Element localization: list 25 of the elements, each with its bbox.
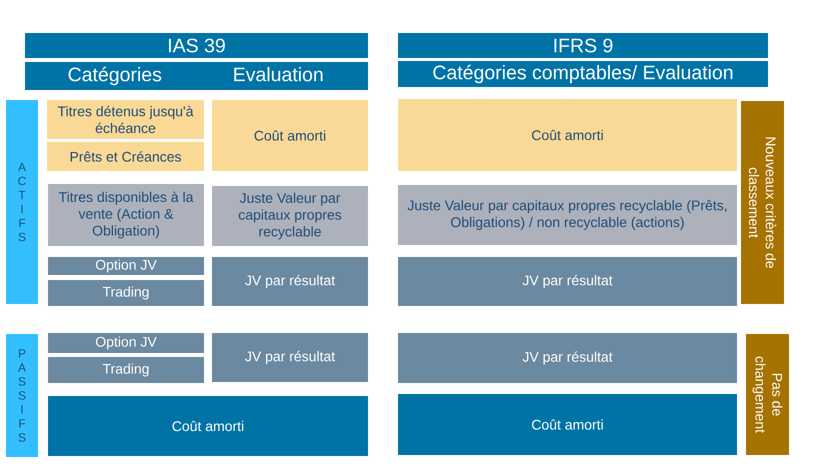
side-band: P A S S I F S xyxy=(6,334,38,457)
valuation-box: JV par résultat xyxy=(398,333,737,383)
category-box: Option JV xyxy=(48,333,204,353)
column-header-bar: Catégories Evaluation xyxy=(25,62,368,90)
category-box: Trading xyxy=(48,357,204,383)
category-box: Titres disponibles à la vente (Action & Obligation) xyxy=(48,184,204,246)
note-band: Pas de changement xyxy=(746,334,789,455)
header-bar: IFRS 9 xyxy=(398,33,768,58)
category-box: Prêts et Créances xyxy=(47,142,204,171)
valuation-box: Coût amorti xyxy=(398,394,737,455)
category-box: Option JV xyxy=(48,257,204,275)
valuation-box: Juste Valeur par capitaux propres recyclable xyxy=(212,186,368,246)
note-band: Nouveaux critères de classement xyxy=(741,101,784,304)
valuation-box: Coût amorti xyxy=(48,396,368,456)
category-box: Titres détenus jusqu'à échéance xyxy=(47,100,204,139)
valuation-box: JV par résultat xyxy=(212,333,368,382)
valuation-box: JV par résultat xyxy=(212,257,368,306)
valuation-box: JV par résultat xyxy=(398,257,737,306)
valuation-box: Juste Valeur par capitaux propres recyclable (Prêts, Obligations) / non recyclable (actions) xyxy=(398,185,737,245)
valuation-box: Coût amorti xyxy=(398,99,737,171)
side-band: A C T I F S xyxy=(6,100,38,304)
valuation-box: Coût amorti xyxy=(212,100,368,171)
column-header-bar: Catégories comptables/ Evaluation xyxy=(398,61,768,87)
category-box: Trading xyxy=(48,280,204,306)
header-bar: IAS 39 xyxy=(25,33,368,58)
